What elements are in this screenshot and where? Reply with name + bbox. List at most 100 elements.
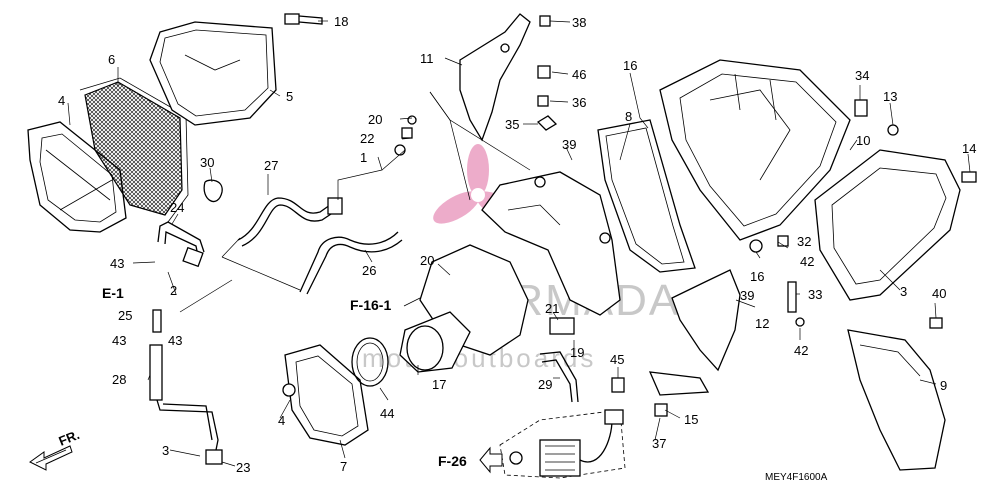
side-cover-part-3: [814, 149, 961, 301]
bolt-part-38: [539, 15, 551, 27]
part-label: 2: [170, 283, 177, 298]
leader-lines: [67, 20, 971, 467]
part-label: 27: [264, 158, 278, 173]
part-label: 42: [794, 343, 808, 358]
part-label: 20: [420, 253, 434, 268]
part-label: 40: [932, 286, 946, 301]
part-label: 36: [572, 95, 586, 110]
ref-label-e1: E-1: [102, 285, 124, 301]
part-label: 25: [118, 308, 132, 323]
intake-plate-center: [481, 171, 621, 316]
part-label: 10: [856, 133, 870, 148]
screw-part-32: [777, 235, 789, 247]
part-label: 29: [538, 377, 552, 392]
part-label: 39: [740, 288, 754, 303]
part-labels: 18 6 4 5 30 24 43 2 27 26 20 22 1 11 38 …: [58, 14, 976, 475]
grommet-part-13: [887, 124, 899, 136]
part-label: 4: [278, 413, 285, 428]
part-label: 45: [610, 352, 624, 367]
fitting-part-21: [549, 317, 575, 335]
part-label: 43: [112, 333, 126, 348]
part-label: 11: [420, 51, 434, 66]
nut-part-35: [536, 115, 558, 131]
part-label: 14: [962, 141, 976, 156]
clamp-part-44: [351, 337, 389, 387]
part-label: 1: [360, 150, 367, 165]
bolt-part-36: [537, 95, 549, 107]
part-label: 26: [362, 263, 376, 278]
screw-part-14: [961, 171, 977, 183]
small-parts-20-22: [394, 115, 417, 156]
part-label: 20: [368, 112, 382, 127]
part-label: 34: [855, 68, 869, 83]
bolt-part-37: [654, 403, 668, 417]
part-label: 18: [334, 14, 348, 29]
ref-label-f26: F-26: [438, 453, 467, 469]
part-label: 17: [432, 377, 446, 392]
front-arrow-icon: [29, 445, 73, 471]
part-label: 24: [170, 200, 184, 215]
washer-part-42: [795, 317, 805, 327]
hose-part-28: [149, 344, 219, 451]
cover-part-9: [847, 329, 946, 471]
part-label: 3: [162, 443, 169, 458]
module-assembly-f26: [499, 409, 626, 479]
front-label: FR.: [57, 427, 82, 449]
part-label: 43: [168, 333, 182, 348]
part-label: 32: [797, 234, 811, 249]
collar-part-16b: [749, 239, 763, 253]
part-label: 44: [380, 406, 394, 421]
part-label: 9: [940, 378, 947, 393]
diagram-code: MEY4F1600A: [765, 472, 828, 483]
bolt-part-40: [929, 317, 943, 329]
part-label: 16: [750, 269, 764, 284]
part-label: 30: [200, 155, 214, 170]
grommet-part-34: [854, 99, 868, 117]
bolt-part-33: [787, 281, 797, 313]
part-label: 46: [572, 67, 586, 82]
pipe-part-25: [152, 309, 162, 333]
bracket-part-15: [648, 371, 710, 396]
part-label: 43: [110, 256, 124, 271]
part-label: 19: [570, 345, 584, 360]
part-label: 3: [900, 284, 907, 299]
part-label: 4: [58, 93, 65, 108]
part-label: 38: [572, 15, 586, 30]
part-label: 21: [545, 301, 559, 316]
tube-part-24: [157, 221, 205, 268]
gasket-part-8: [597, 119, 696, 273]
bolt-part-46: [537, 65, 551, 79]
clip-part-30: [203, 179, 223, 203]
part-label: 37: [652, 436, 666, 451]
part-label: 23: [236, 460, 250, 475]
part-label: 39: [562, 137, 576, 152]
fitting-part-23: [205, 449, 223, 465]
hose-part-26: [299, 231, 403, 295]
part-label: 13: [883, 89, 897, 104]
bracket-part-11: [459, 13, 531, 142]
part-label: 35: [505, 117, 519, 132]
part-label: 6: [108, 52, 115, 67]
bolt-part-18: [284, 13, 323, 25]
part-label: 33: [808, 287, 822, 302]
part-label: 22: [360, 131, 374, 146]
ref-arrow-f26-icon: [479, 446, 503, 474]
part-label: 7: [340, 459, 347, 474]
filter-plate-part-4: [27, 121, 127, 233]
bracket-part-12: [671, 269, 741, 372]
part-label: 16: [623, 58, 637, 73]
air-box-housing-part-16: [659, 59, 851, 241]
bolt-part-45: [611, 377, 625, 393]
gasket-plate-part-7: [284, 344, 369, 446]
part-label: 8: [625, 109, 632, 124]
part-label: 28: [112, 372, 126, 387]
part-label: 42: [800, 254, 814, 269]
ref-label-f16-1: F-16-1: [350, 297, 391, 313]
part-label: 15: [684, 412, 698, 427]
air-cleaner-cover-part-5: [149, 21, 277, 126]
nut-part-41a: [282, 383, 296, 397]
hose-part-27: [237, 197, 343, 247]
hose-part-29: [539, 351, 579, 403]
